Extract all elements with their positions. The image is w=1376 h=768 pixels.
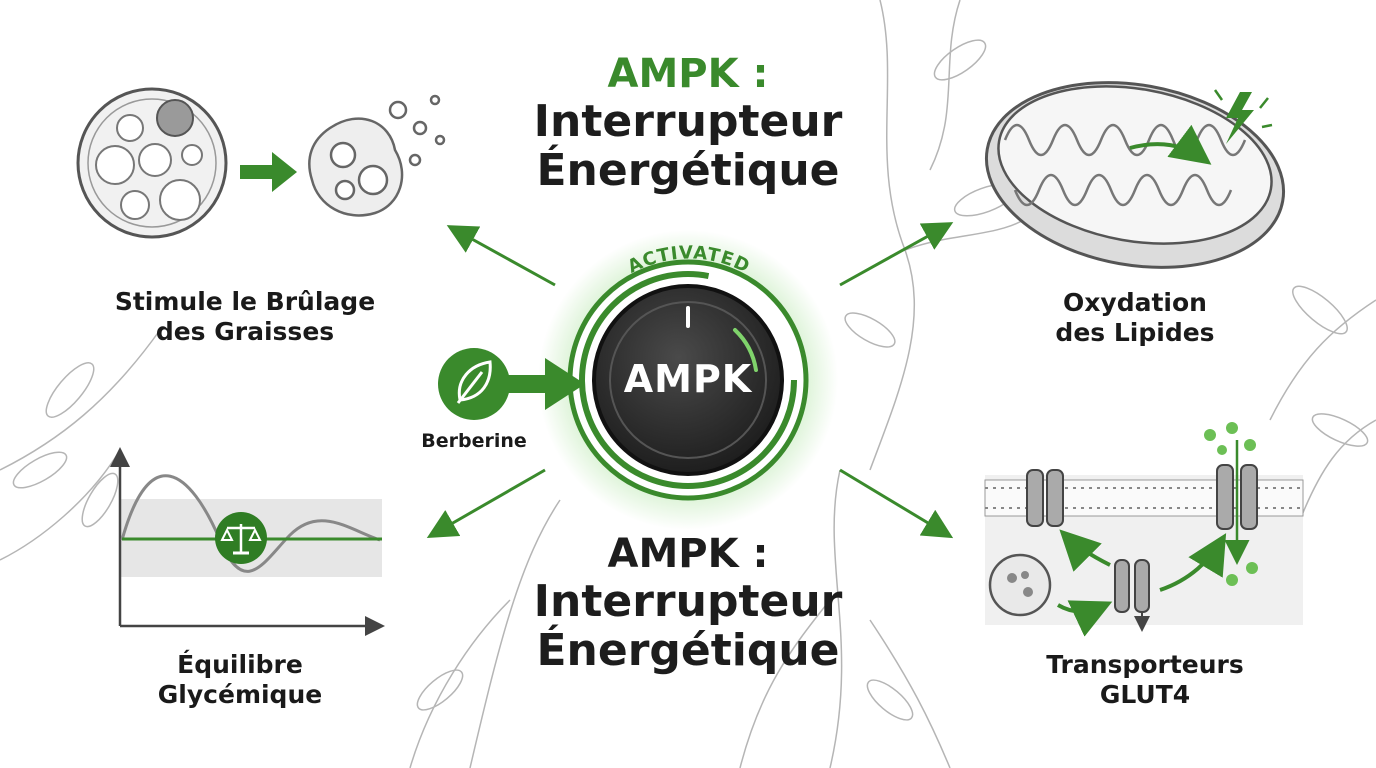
- fat-cell-icon: [76, 87, 228, 239]
- fat-breakdown-arrow: [240, 152, 297, 192]
- page-title-top: AMPK : Interrupteur Énergétique: [470, 51, 906, 197]
- effect-label-lipid-oxidation: Oxydation des Lipides: [1000, 288, 1270, 348]
- mitochondrion-icon: [984, 81, 1286, 269]
- ampk-center-label: AMPK: [623, 357, 753, 401]
- effect-label-glycemic-balance: Équilibre Glycémique: [110, 650, 370, 710]
- page-title-bottom: AMPK : Interrupteur Énergétique: [470, 531, 906, 677]
- title-top-line1: AMPK :: [607, 51, 769, 97]
- arrow-to-fat-burning: [446, 225, 556, 287]
- effect-label-glycemic-balance-line1: Équilibre: [177, 650, 303, 679]
- effect-label-fat-burning-line2: des Graisses: [155, 317, 335, 346]
- effect-label-glut4-line2: GLUT4: [1099, 680, 1191, 709]
- title-bottom-line2: Interrupteur: [533, 575, 843, 627]
- glucose-balance-chart-icon: [110, 447, 385, 636]
- membrane-transporter-icon: [984, 422, 1304, 637]
- ampk-switch: [538, 230, 838, 530]
- arrow-to-glut4: [839, 468, 954, 539]
- activated-status: ACTIVATED: [624, 242, 753, 277]
- effect-label-lipid-oxidation-line1: Oxydation: [1063, 288, 1207, 317]
- effect-label-lipid-oxidation-line2: des Lipides: [1055, 318, 1215, 347]
- effect-label-fat-burning-line1: Stimule le Brûlage: [114, 287, 376, 316]
- effect-label-glut4: Transporteurs GLUT4: [1010, 650, 1280, 710]
- shrinking-fat-cell-icon: [308, 94, 446, 217]
- arrow-to-lipid-oxidation: [839, 222, 954, 287]
- connector-arrows: [426, 222, 954, 539]
- arrow-to-glycemic-balance: [426, 468, 546, 538]
- leaf-icon: [438, 348, 510, 420]
- title-bottom-line1: AMPK :: [607, 531, 769, 577]
- title-bottom-line3: Énergétique: [536, 625, 840, 677]
- berberine-label: Berberine: [421, 430, 527, 452]
- title-top-line2: Interrupteur: [533, 95, 843, 147]
- effect-label-fat-burning: Stimule le Brûlage des Graisses: [70, 287, 420, 347]
- effect-label-glut4-line1: Transporteurs: [1046, 650, 1244, 679]
- title-top-line3: Énergétique: [536, 145, 840, 197]
- berberine-arrow: [505, 358, 585, 410]
- effect-label-glycemic-balance-line2: Glycémique: [157, 680, 323, 709]
